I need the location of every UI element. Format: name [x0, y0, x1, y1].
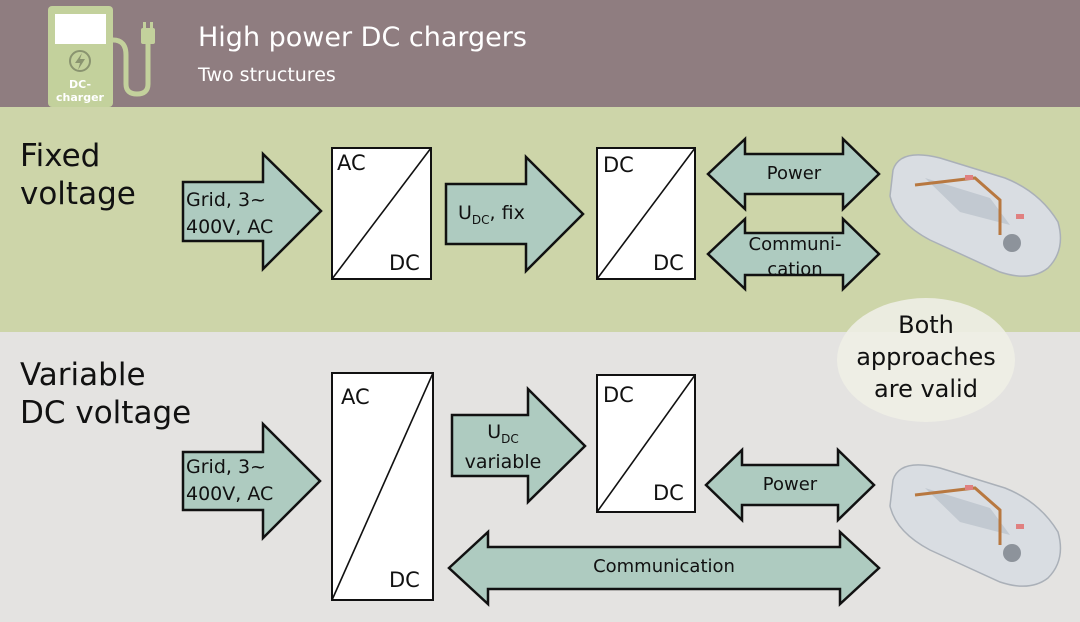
charger-caption-line2: charger [56, 91, 104, 104]
fixed-conv2-output-label: DC [653, 251, 684, 275]
car-image-bottom [889, 464, 1062, 587]
fixed-communication-arrow [706, 216, 881, 292]
variable-power-arrow [704, 447, 876, 523]
page-title: High power DC chargers [198, 22, 527, 53]
variable-communication-label: Communication [593, 556, 735, 577]
variable-communication-arrow [447, 529, 881, 607]
variable-grid-line1: Grid, 3~ [186, 456, 266, 478]
fixed-comm-line2: cation [767, 259, 823, 280]
fixed-udc-suffix: , fix [489, 202, 525, 224]
fixed-voltage-heading: Fixed voltage [20, 137, 136, 213]
note-bubble [837, 298, 1015, 422]
fixed-udc-symbol: U [458, 202, 472, 224]
variable-udc-label: UDC variable [455, 421, 551, 474]
note-text: Both approaches are valid [837, 309, 1015, 405]
fixed-comm-line1: Communi- [748, 234, 842, 255]
page-subtitle: Two structures [198, 64, 336, 86]
fixed-communication-label: Communi- cation [735, 232, 855, 282]
fixed-udc-label: UDC, fix [458, 202, 525, 227]
fixed-power-arrow [706, 136, 881, 212]
note-line2: approaches [856, 343, 996, 371]
variable-conv2-output-label: DC [653, 481, 684, 505]
fixed-grid-line1: Grid, 3~ [186, 189, 266, 211]
variable-power-label: Power [762, 474, 818, 495]
dc-charger-logo [48, 6, 155, 107]
variable-udc-arrow [450, 385, 587, 505]
variable-voltage-heading: Variable DC voltage [20, 356, 191, 432]
variable-heading-line1: Variable [20, 357, 146, 393]
variable-heading-line2: DC voltage [20, 395, 192, 431]
fixed-heading-line1: Fixed [20, 138, 101, 174]
variable-ac-dc-converter [331, 372, 434, 601]
fixed-grid-arrow [181, 151, 323, 273]
charger-caption-line1: DC- [68, 78, 92, 91]
fixed-grid-label: Grid, 3~ 400V, AC [186, 187, 273, 241]
fixed-udc-arrow [444, 153, 585, 275]
variable-conv1-output-label: DC [389, 568, 420, 592]
note-line1: Both [898, 311, 954, 339]
header-bar [0, 0, 1080, 107]
lightning-bolt-icon [69, 50, 91, 72]
variable-udc-subscript: DC [501, 431, 519, 446]
variable-grid-label: Grid, 3~ 400V, AC [186, 454, 273, 508]
variable-udc-line2: variable [464, 450, 542, 473]
variable-grid-arrow [181, 420, 322, 542]
variable-udc-symbol: U [487, 421, 502, 443]
fixed-power-label: Power [766, 163, 822, 184]
fixed-conv2-input-label: DC [603, 153, 634, 177]
fixed-udc-subscript: DC [471, 212, 490, 227]
fixed-ac-dc-converter [331, 147, 432, 280]
note-line3: are valid [874, 375, 978, 403]
charger-logo-caption: DC- charger [49, 78, 111, 104]
variable-grid-line2: 400V, AC [186, 483, 274, 505]
variable-dc-dc-converter [596, 374, 696, 513]
car-image-top [889, 154, 1062, 277]
variable-udc-line1: UDC [455, 421, 551, 451]
fixed-conv1-input-label: AC [337, 151, 366, 175]
variable-conv1-input-label: AC [341, 385, 370, 409]
fixed-grid-line2: 400V, AC [186, 216, 274, 238]
fixed-conv1-output-label: DC [389, 251, 420, 275]
fixed-heading-line2: voltage [20, 176, 136, 212]
fixed-dc-dc-converter [596, 147, 696, 280]
variable-conv2-input-label: DC [603, 383, 634, 407]
